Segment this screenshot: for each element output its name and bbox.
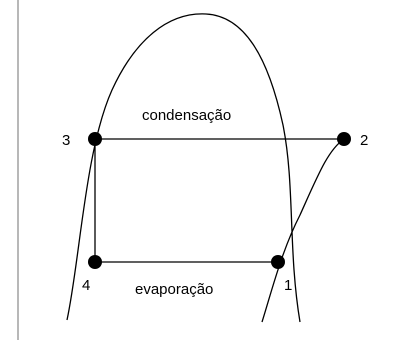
point-3-marker <box>88 132 102 146</box>
point-2-label: 2 <box>360 132 368 149</box>
compression-curve <box>261 138 345 323</box>
point-2-marker <box>337 132 351 146</box>
condensation-label: condensação <box>142 107 231 124</box>
evaporation-label: evaporação <box>135 281 213 298</box>
saturation-dome <box>66 13 301 323</box>
point-4-label: 4 <box>82 277 90 294</box>
point-4-marker <box>88 255 102 269</box>
point-1-marker <box>271 255 285 269</box>
point-3-label: 3 <box>62 132 70 149</box>
point-1-label: 1 <box>284 277 292 294</box>
